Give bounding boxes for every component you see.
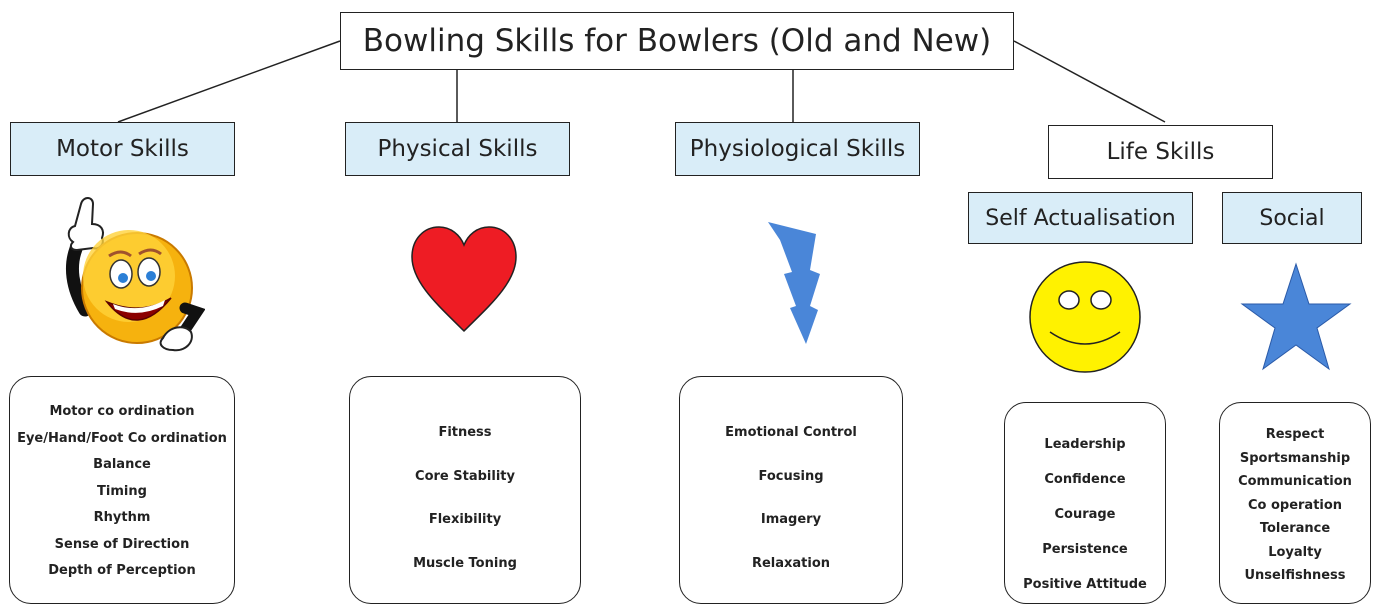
category-physical-skills: Physical Skills: [345, 122, 570, 176]
category-physiological-skills: Physiological Skills: [675, 122, 920, 176]
thumbs-up-smiley-icon: [66, 197, 205, 352]
list-item-self-actualisation: Leadership: [1044, 437, 1126, 452]
list-item-social: Unselfishness: [1244, 568, 1346, 583]
list-item-motor: Rhythm: [93, 510, 151, 525]
smiley-face-icon: [1029, 261, 1141, 373]
list-item-motor: Balance: [93, 457, 151, 472]
list-item-physiological: Relaxation: [751, 555, 831, 571]
list-item-self-actualisation: Courage: [1054, 507, 1116, 522]
category-life-skills: Life Skills: [1048, 125, 1273, 179]
list-item-physical: Muscle Toning: [413, 555, 517, 571]
list-item-social: Communication: [1238, 474, 1352, 489]
lightning-bolt-icon: [768, 222, 820, 344]
list-motor-skills: Motor co ordination Eye/Hand/Foot Co ord…: [9, 376, 235, 604]
subcategory-social: Social: [1222, 192, 1362, 244]
list-item-social: Co operation: [1247, 497, 1343, 513]
list-item-motor: Eye/Hand/Foot Co ordination: [17, 430, 227, 446]
list-item-social: Tolerance: [1259, 521, 1331, 536]
connector-line-motor: [117, 40, 341, 123]
list-item-physical: Core Stability: [415, 468, 515, 484]
list-item-physical: Flexibility: [428, 512, 502, 527]
list-item-physiological: Focusing: [758, 468, 824, 484]
list-physiological-skills: Emotional Control Focusing Imagery Relax…: [679, 376, 903, 604]
list-item-social: Loyalty: [1268, 544, 1322, 560]
list-item-motor: Sense of Direction: [54, 536, 190, 552]
heart-icon: [411, 226, 517, 333]
list-item-self-actualisation: Positive Attitude: [1023, 577, 1147, 592]
list-item-motor: Motor co ordination: [49, 404, 195, 419]
list-item-physiological: Imagery: [760, 512, 822, 527]
list-item-social: Respect: [1265, 427, 1325, 442]
list-social: Respect Sportsmanship Communication Co o…: [1219, 402, 1371, 604]
category-motor-skills: Motor Skills: [10, 122, 235, 176]
subcategory-self-actualisation: Self Actualisation: [968, 192, 1193, 244]
connector-line-life: [1013, 40, 1166, 123]
list-self-actualisation: Leadership Confidence Courage Persistenc…: [1004, 402, 1166, 604]
list-physical-skills: Fitness Core Stability Flexibility Muscl…: [349, 376, 581, 604]
diagram-title: Bowling Skills for Bowlers (Old and New): [340, 12, 1014, 70]
list-item-motor: Timing: [97, 483, 147, 499]
star-icon: [1240, 262, 1352, 371]
list-item-social: Sportsmanship: [1239, 450, 1351, 466]
list-item-self-actualisation: Confidence: [1044, 472, 1126, 487]
list-item-physical: Fitness: [438, 425, 492, 440]
list-item-physiological: Emotional Control: [725, 425, 857, 440]
list-item-self-actualisation: Persistence: [1042, 542, 1128, 557]
list-item-motor: Depth of Perception: [48, 563, 196, 578]
